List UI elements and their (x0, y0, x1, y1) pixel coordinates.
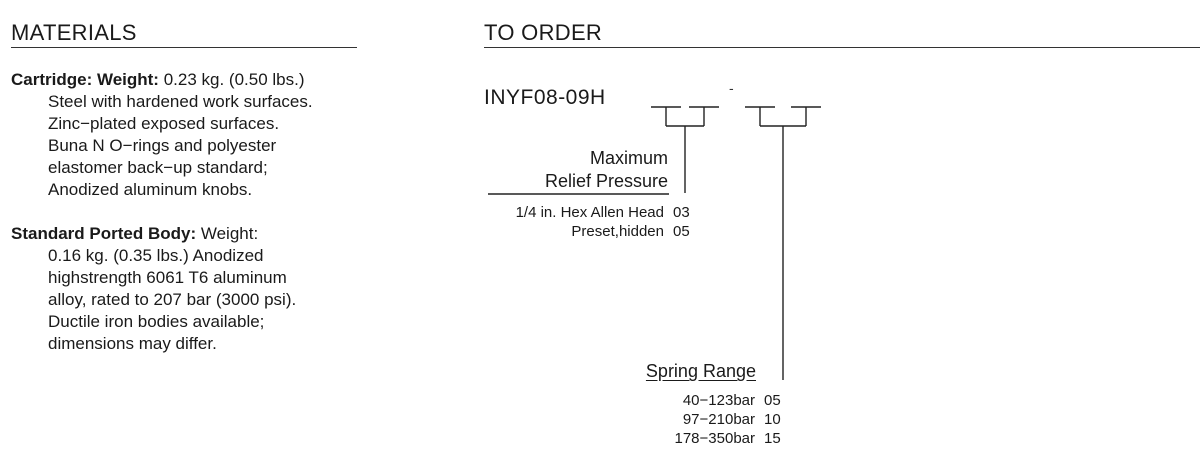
cartridge-weight: 0.23 kg. (0.50 lbs.) (158, 70, 305, 89)
relief-option-label: 1/4 in. Hex Allen Head (515, 204, 664, 221)
spring-option-code: 15 (764, 430, 781, 447)
spring-option-label: 178−350bar (674, 430, 756, 447)
spring-option-row: 40−123bar 05 (650, 391, 792, 410)
model-code: INYF08-09H (484, 86, 606, 109)
ported-body-line: dimensions may differ. (48, 334, 217, 353)
cartridge-line: elastomer back−up standard; (48, 158, 268, 177)
relief-pressure-options: 1/4 in. Hex Allen Head 03 Preset,hidden 05 (482, 203, 701, 241)
ported-body-line: alloy, rated to 207 bar (3000 psi). (48, 290, 297, 309)
ported-body-first-line: Standard Ported Body: Weight: (11, 223, 296, 245)
spring-option-row: 178−350bar 15 (650, 429, 792, 448)
ported-body-line: 0.16 kg. (0.35 lbs.) Anodized (48, 246, 264, 265)
to-order-heading: TO ORDER (484, 20, 603, 45)
cartridge-line: Buna N O−rings and polyester (48, 136, 277, 155)
cartridge-line: Zinc−plated exposed surfaces. (48, 114, 280, 133)
cartridge-line: Anodized aluminum knobs. (48, 180, 253, 199)
spring-option-label: 97−210bar (682, 411, 755, 428)
spring-range-options: 40−123bar 05 97−210bar 10 178−350bar 15 (650, 391, 792, 448)
spring-option-label: 40−123bar (682, 392, 755, 409)
spring-option-row: 97−210bar 10 (650, 410, 792, 429)
cartridge-line: Steel with hardened work surfaces. (48, 92, 313, 111)
ported-body-line: highstrength 6061 T6 aluminum (48, 268, 287, 287)
relief-option-code: 05 (673, 223, 690, 240)
to-order-heading-rule (484, 47, 1200, 48)
ported-body-paragraph: Standard Ported Body: Weight: 0.16 kg. (… (11, 223, 296, 355)
materials-heading: MATERIALS (11, 20, 137, 45)
relief-option-code: 03 (673, 204, 690, 221)
relief-option-row: 1/4 in. Hex Allen Head 03 (482, 203, 701, 222)
spring-range-title: Spring Range (646, 361, 756, 382)
cartridge-label: Cartridge: Weight: (11, 70, 159, 89)
spring-option-code: 05 (764, 392, 781, 409)
cartridge-paragraph: Cartridge: Weight: 0.23 kg. (0.50 lbs.) … (11, 69, 313, 201)
materials-heading-rule (11, 47, 357, 48)
relief-pressure-title-line1: Maximum (589, 148, 668, 168)
relief-option-label: Preset,hidden (571, 223, 664, 240)
spring-option-code: 10 (764, 411, 781, 428)
ported-body-weight-label: Weight: (196, 224, 259, 243)
relief-option-row: Preset,hidden 05 (482, 222, 701, 241)
code-separator: - (729, 80, 734, 96)
ported-body-line: Ductile iron bodies available; (48, 312, 265, 331)
cartridge-first-line: Cartridge: Weight: 0.23 kg. (0.50 lbs.) (11, 69, 313, 91)
relief-pressure-title-line2: Relief Pressure (544, 171, 668, 191)
ported-body-label: Standard Ported Body: (11, 224, 197, 243)
spring-range-title-text: Spring Range (645, 361, 756, 381)
